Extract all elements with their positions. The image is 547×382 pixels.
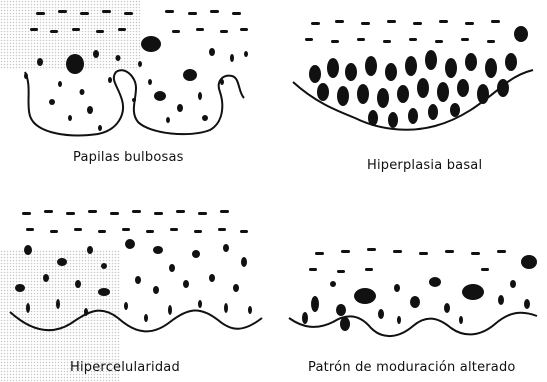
panel-hipercelularidad: Hipercelularidad: [0, 200, 270, 382]
caption-hiperplasia-basal: Hiperplasia basal: [367, 158, 482, 173]
caption-patron-alterado: Patrón de moduración alterado: [308, 360, 516, 375]
hipercelularidad-diagram: [0, 200, 270, 350]
panel-papilas-bulbosas: Papilas bulbosas: [0, 0, 270, 185]
patron-alterado-diagram: [275, 200, 547, 350]
panel-hiperplasia-basal: Hiperplasia basal: [275, 0, 547, 185]
panel-patron-alterado: Patrón de moduración alterado: [275, 200, 547, 382]
caption-hipercelularidad: Hipercelularidad: [70, 360, 180, 375]
caption-papilas-bulbosas: Papilas bulbosas: [73, 150, 184, 165]
hiperplasia-basal-diagram: [275, 0, 547, 150]
papilas-bulbosas-diagram: [0, 0, 270, 150]
